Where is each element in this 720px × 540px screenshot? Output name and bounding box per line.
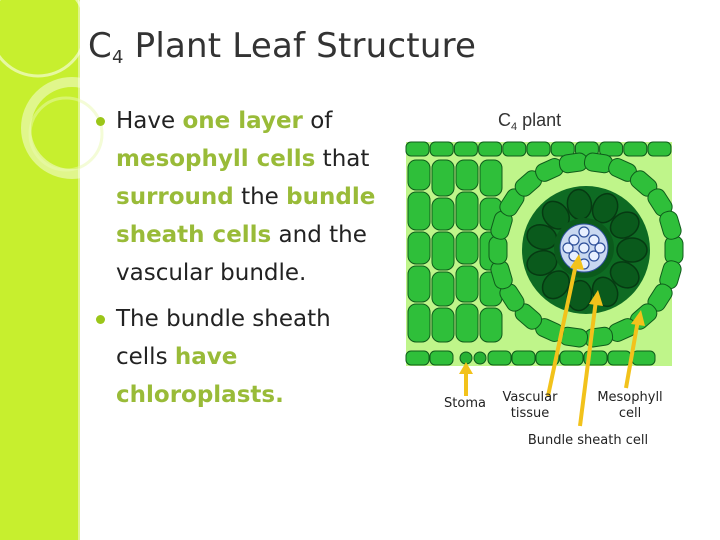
vascular-tissue	[559, 223, 609, 273]
mesophyll-arrow	[624, 319, 640, 389]
bullet-text: the	[233, 184, 287, 210]
highlighted-text: one layer	[182, 108, 303, 134]
bullet-item: The bundle sheath cells have chloroplast…	[96, 300, 376, 414]
bullet-text: that	[315, 146, 370, 172]
upper-epidermis	[405, 141, 672, 157]
bullet-item: Have one layer of mesophyll cells that s…	[96, 102, 376, 292]
decorative-circles	[0, 0, 120, 179]
bullet-list: Have one layer of mesophyll cells that s…	[96, 102, 376, 422]
bullet-text: and the vascular bundle.	[116, 222, 367, 286]
diagram-title: C4 plant	[498, 110, 561, 133]
bullet-text: The bundle sheath cells	[116, 306, 331, 370]
mesophyll-ring	[488, 152, 684, 348]
slide-title: C4 Plant Leaf Structure	[88, 26, 477, 68]
bundle-sheath-cell-label: Bundle sheath cell	[527, 433, 649, 448]
vascular-arrow	[546, 263, 578, 397]
highlighted-text: surround	[116, 184, 234, 210]
highlighted-text: mesophyll cells	[116, 146, 316, 172]
label-arrows	[459, 254, 645, 427]
bullet-text: Have	[116, 108, 183, 134]
bundle-sheath-cells	[526, 188, 648, 312]
bullet-text: of	[302, 108, 333, 134]
highlighted-text: bundle sheath cells	[116, 184, 376, 248]
left-accent-band	[0, 0, 80, 540]
highlighted-text: have chloroplasts.	[116, 344, 284, 408]
c4-leaf-diagram: C4 plant	[405, 110, 684, 427]
accent-band-edge	[78, 0, 80, 540]
stoma-label: Stoma	[444, 396, 486, 411]
bundle-sheath-arrow	[578, 299, 598, 427]
lower-epidermis	[405, 350, 656, 366]
